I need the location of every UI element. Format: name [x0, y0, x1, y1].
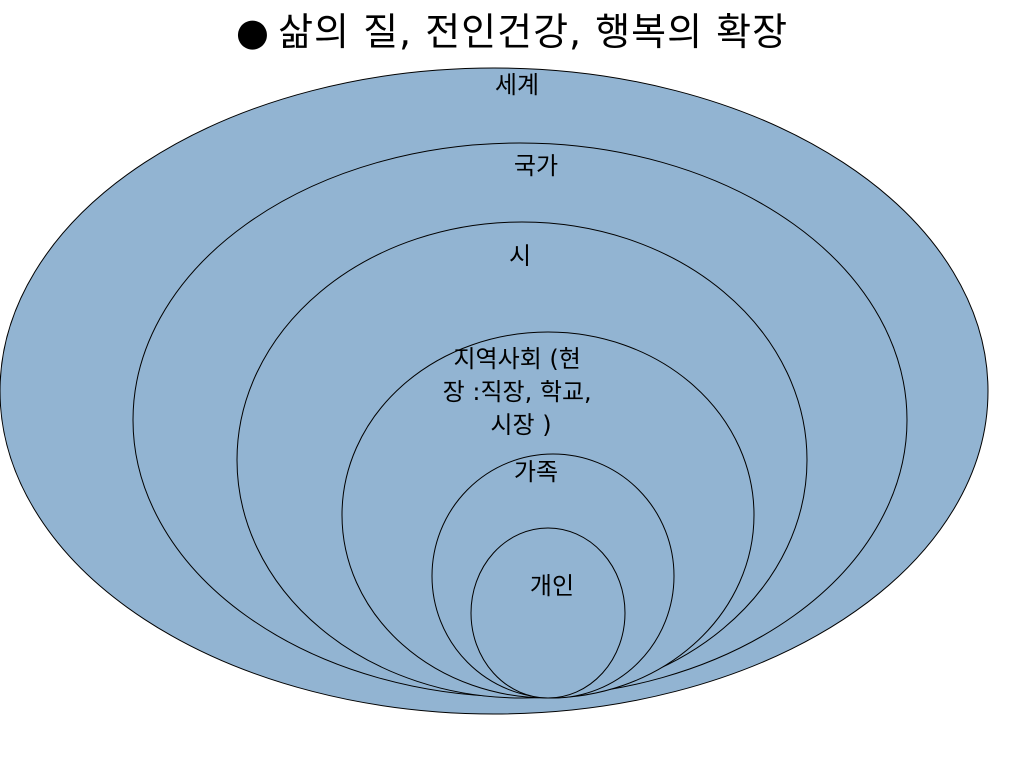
ring-individual	[470, 527, 626, 699]
bullet-icon: ●	[235, 10, 271, 54]
label-community: 지역사회 (현 장 :직장, 학교, 시장 )	[443, 345, 600, 439]
label-city: 시	[509, 242, 531, 270]
title-text: 삶의 질, 전인건강, 행복의 확장	[278, 10, 789, 54]
label-individual: 개인	[530, 572, 574, 600]
label-nation: 국가	[514, 152, 558, 180]
page-title: ●삶의 질, 전인건강, 행복의 확장	[0, 8, 1024, 56]
label-family: 가족	[514, 458, 558, 486]
label-world: 세계	[495, 71, 539, 99]
